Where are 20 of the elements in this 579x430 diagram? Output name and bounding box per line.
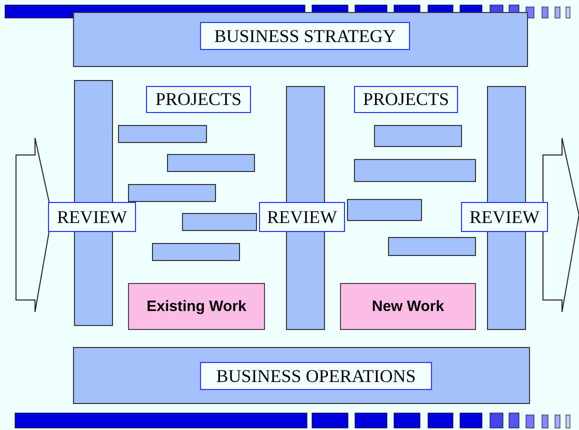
band-panel xyxy=(73,12,528,67)
review-label: REVIEW xyxy=(259,202,345,232)
project-bar xyxy=(128,184,216,202)
project-bar xyxy=(182,213,257,231)
review-label: REVIEW xyxy=(461,202,548,232)
section-heading: PROJECTS xyxy=(354,86,458,113)
project-bar xyxy=(374,125,462,147)
work-box: Existing Work xyxy=(128,283,265,330)
project-bar xyxy=(347,199,422,221)
section-heading: PROJECTS xyxy=(146,86,251,113)
band-title: BUSINESS STRATEGY xyxy=(200,22,410,50)
work-box: New Work xyxy=(340,283,476,330)
review-label: REVIEW xyxy=(48,202,136,232)
band-panel xyxy=(73,347,530,404)
project-bar xyxy=(118,125,207,143)
band-title: BUSINESS OPERATIONS xyxy=(200,362,432,390)
project-bar xyxy=(167,154,255,172)
project-bar xyxy=(152,243,240,261)
project-bar xyxy=(388,237,476,256)
project-bar xyxy=(354,159,476,182)
